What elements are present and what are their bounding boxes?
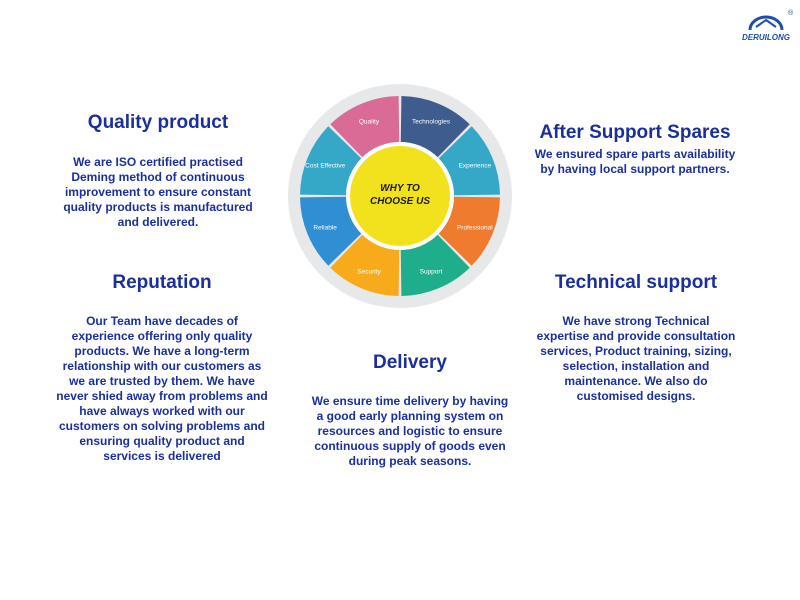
wheel-segment — [438, 126, 500, 196]
delivery-heading: Delivery — [373, 352, 447, 373]
wheel-segment — [300, 196, 362, 266]
wheel-segment — [330, 234, 400, 296]
wheel-segment-label: Technologies — [412, 119, 451, 126]
reputation-text-line: relationship with our customers as — [62, 359, 262, 373]
quality-text-line: and delivered. — [117, 215, 199, 229]
technical-heading: Technical support — [554, 272, 718, 293]
wheel-segment — [300, 126, 362, 196]
logo-text: DERUILONG — [742, 33, 790, 42]
quality-text-line: quality products is manufactured — [63, 200, 253, 214]
delivery-text-line: during peak seasons. — [348, 454, 472, 468]
wheel-segment-label: Security — [357, 268, 381, 275]
technical-text-line: services, Product training, sizing, — [540, 344, 732, 358]
reputation-text-line: ensuring quality product and — [79, 434, 245, 448]
wheel-segment — [400, 96, 470, 158]
wheel-segment-label: Experience — [459, 163, 492, 170]
reputation-text-line: products. We have a long-term — [74, 344, 250, 358]
quality-text-line: We are ISO certified practised — [73, 155, 243, 169]
technical-text-line: customised designs. — [576, 389, 696, 403]
registered-mark: ® — [788, 9, 794, 17]
reputation-heading: Reputation — [112, 272, 212, 293]
wheel-segment-label: Support — [420, 268, 443, 275]
wheel-segment — [330, 96, 400, 158]
reputation-text-line: customers on solving problems and — [58, 419, 266, 433]
reputation-text-line: have always worked with our — [79, 404, 245, 418]
wheel-segment — [400, 234, 470, 296]
quality-heading: Quality product — [87, 112, 229, 133]
reputation-text-line: services is delivered — [103, 449, 221, 463]
wheel-segment-label: Quality — [359, 119, 380, 126]
reputation-text-line: experience offering only quality — [71, 329, 253, 343]
delivery-text-line: a good early planning system on — [316, 409, 504, 423]
wheel-segment — [438, 196, 500, 266]
reputation-text-line: we are trusted by them. We have — [69, 374, 255, 388]
technical-text-line: maintenance. We also do — [564, 374, 708, 388]
technical-text-line: selection, installation and — [562, 359, 710, 373]
quality-text-line: Deming method of continuous — [71, 170, 245, 184]
company-logo: DERUILONG ® — [738, 6, 794, 46]
wheel-center-title-line1: WHY TO — [380, 183, 420, 194]
reputation-text-line: Our Team have decades of — [86, 314, 238, 328]
after_support-text-line: by having local support partners. — [540, 162, 730, 176]
wheel-segment-label: Reliable — [313, 225, 337, 232]
delivery-text-line: continuous supply of goods even — [314, 439, 506, 453]
technical-text-line: expertise and provide consultation — [536, 329, 736, 343]
technical-text-line: We have strong Technical — [562, 314, 710, 328]
delivery-text-line: resources and logistic to ensure — [317, 424, 503, 438]
after-support-heading: After Support Spares — [539, 122, 731, 143]
delivery-text-line: We ensure time delivery by having — [311, 394, 509, 408]
after_support-text-line: We ensured spare parts availability — [534, 147, 736, 161]
wheel-segment-label: Cost Effective — [305, 163, 345, 170]
quality-text-line: improvement to ensure constant — [64, 185, 252, 199]
wheel-center-title-line2: CHOOSE US — [370, 196, 430, 207]
wheel-center-circle — [346, 142, 454, 250]
wheel-segment-label: Professional — [457, 225, 493, 232]
reputation-text-line: never shied away from problems and — [56, 389, 268, 403]
why-choose-us-wheel: TechnologiesExperienceProfessionalSuppor… — [288, 84, 512, 308]
